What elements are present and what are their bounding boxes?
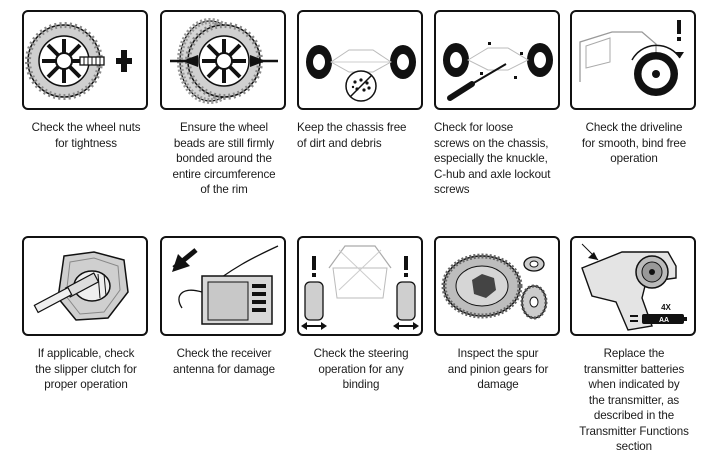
step-caption: Ensure the wheel beads are still firmly … [172,121,276,196]
step-caption: If applicable, check the slipper clutch … [35,347,137,391]
steering-card [297,236,423,336]
step-wheel-nuts: Check the wheel nuts for tightness [22,10,148,151]
steering-icon [301,245,419,330]
step-clean-chassis: Keep the chassis free of dirt and debris [297,10,423,151]
clean-chassis-card [297,10,423,110]
step-gears: Inspect the spur and pinion gears for da… [434,236,560,393]
wheel-nut-card [22,10,148,110]
battery-icon [642,314,684,324]
slipper-clutch-card [22,236,148,336]
step-loose-screws: Check for loose screws on the chassis, e… [434,10,560,198]
step-caption: Check the driveline for smooth, bind fre… [581,121,687,165]
step-driveline: Check the driveline for smooth, bind fre… [570,10,696,167]
wheel-bead-card [160,10,286,110]
step-caption: Check the receiver antenna for damage [173,347,275,376]
screwdriver-icon [443,42,553,101]
step-steering: Check the steering operation for any bin… [297,236,423,393]
screwdriver-card [434,10,560,110]
step-caption: Check the steering operation for any bin… [313,347,409,391]
transmitter-battery-icon: AA 4X [581,243,687,331]
step-receiver-antenna: Check the receiver antenna for damage [160,236,286,377]
driveline-card [570,10,696,110]
step-caption: Keep the chassis free of dirt and debris [297,121,407,150]
step-wheel-beads: Ensure the wheel beads are still firmly … [160,10,286,198]
receiver-antenna-card [160,236,286,336]
step-slipper-clutch: If applicable, check the slipper clutch … [22,236,148,393]
gears-icon [441,253,548,320]
step-transmitter-batteries: AA 4X Replace the transmitter batteries … [570,236,696,455]
slipper-clutch-icon [33,251,129,321]
battery-count-label: 4X [661,303,671,312]
clean-chassis-icon [306,45,416,102]
driveline-icon [579,20,684,96]
transmitter-battery-card: AA 4X [570,236,696,336]
battery-type-label: AA [659,317,669,324]
gears-card [434,236,560,336]
wheel-bead-icon [170,18,278,104]
step-caption: Check for loose screws on the chassis, e… [434,121,551,196]
step-caption: Check the wheel nuts for tightness [31,121,141,150]
step-caption: Replace the transmitter batteries when i… [579,347,689,453]
receiver-antenna-icon [172,245,279,325]
wheel-nut-icon [25,22,132,100]
step-caption: Inspect the spur and pinion gears for da… [447,347,549,391]
